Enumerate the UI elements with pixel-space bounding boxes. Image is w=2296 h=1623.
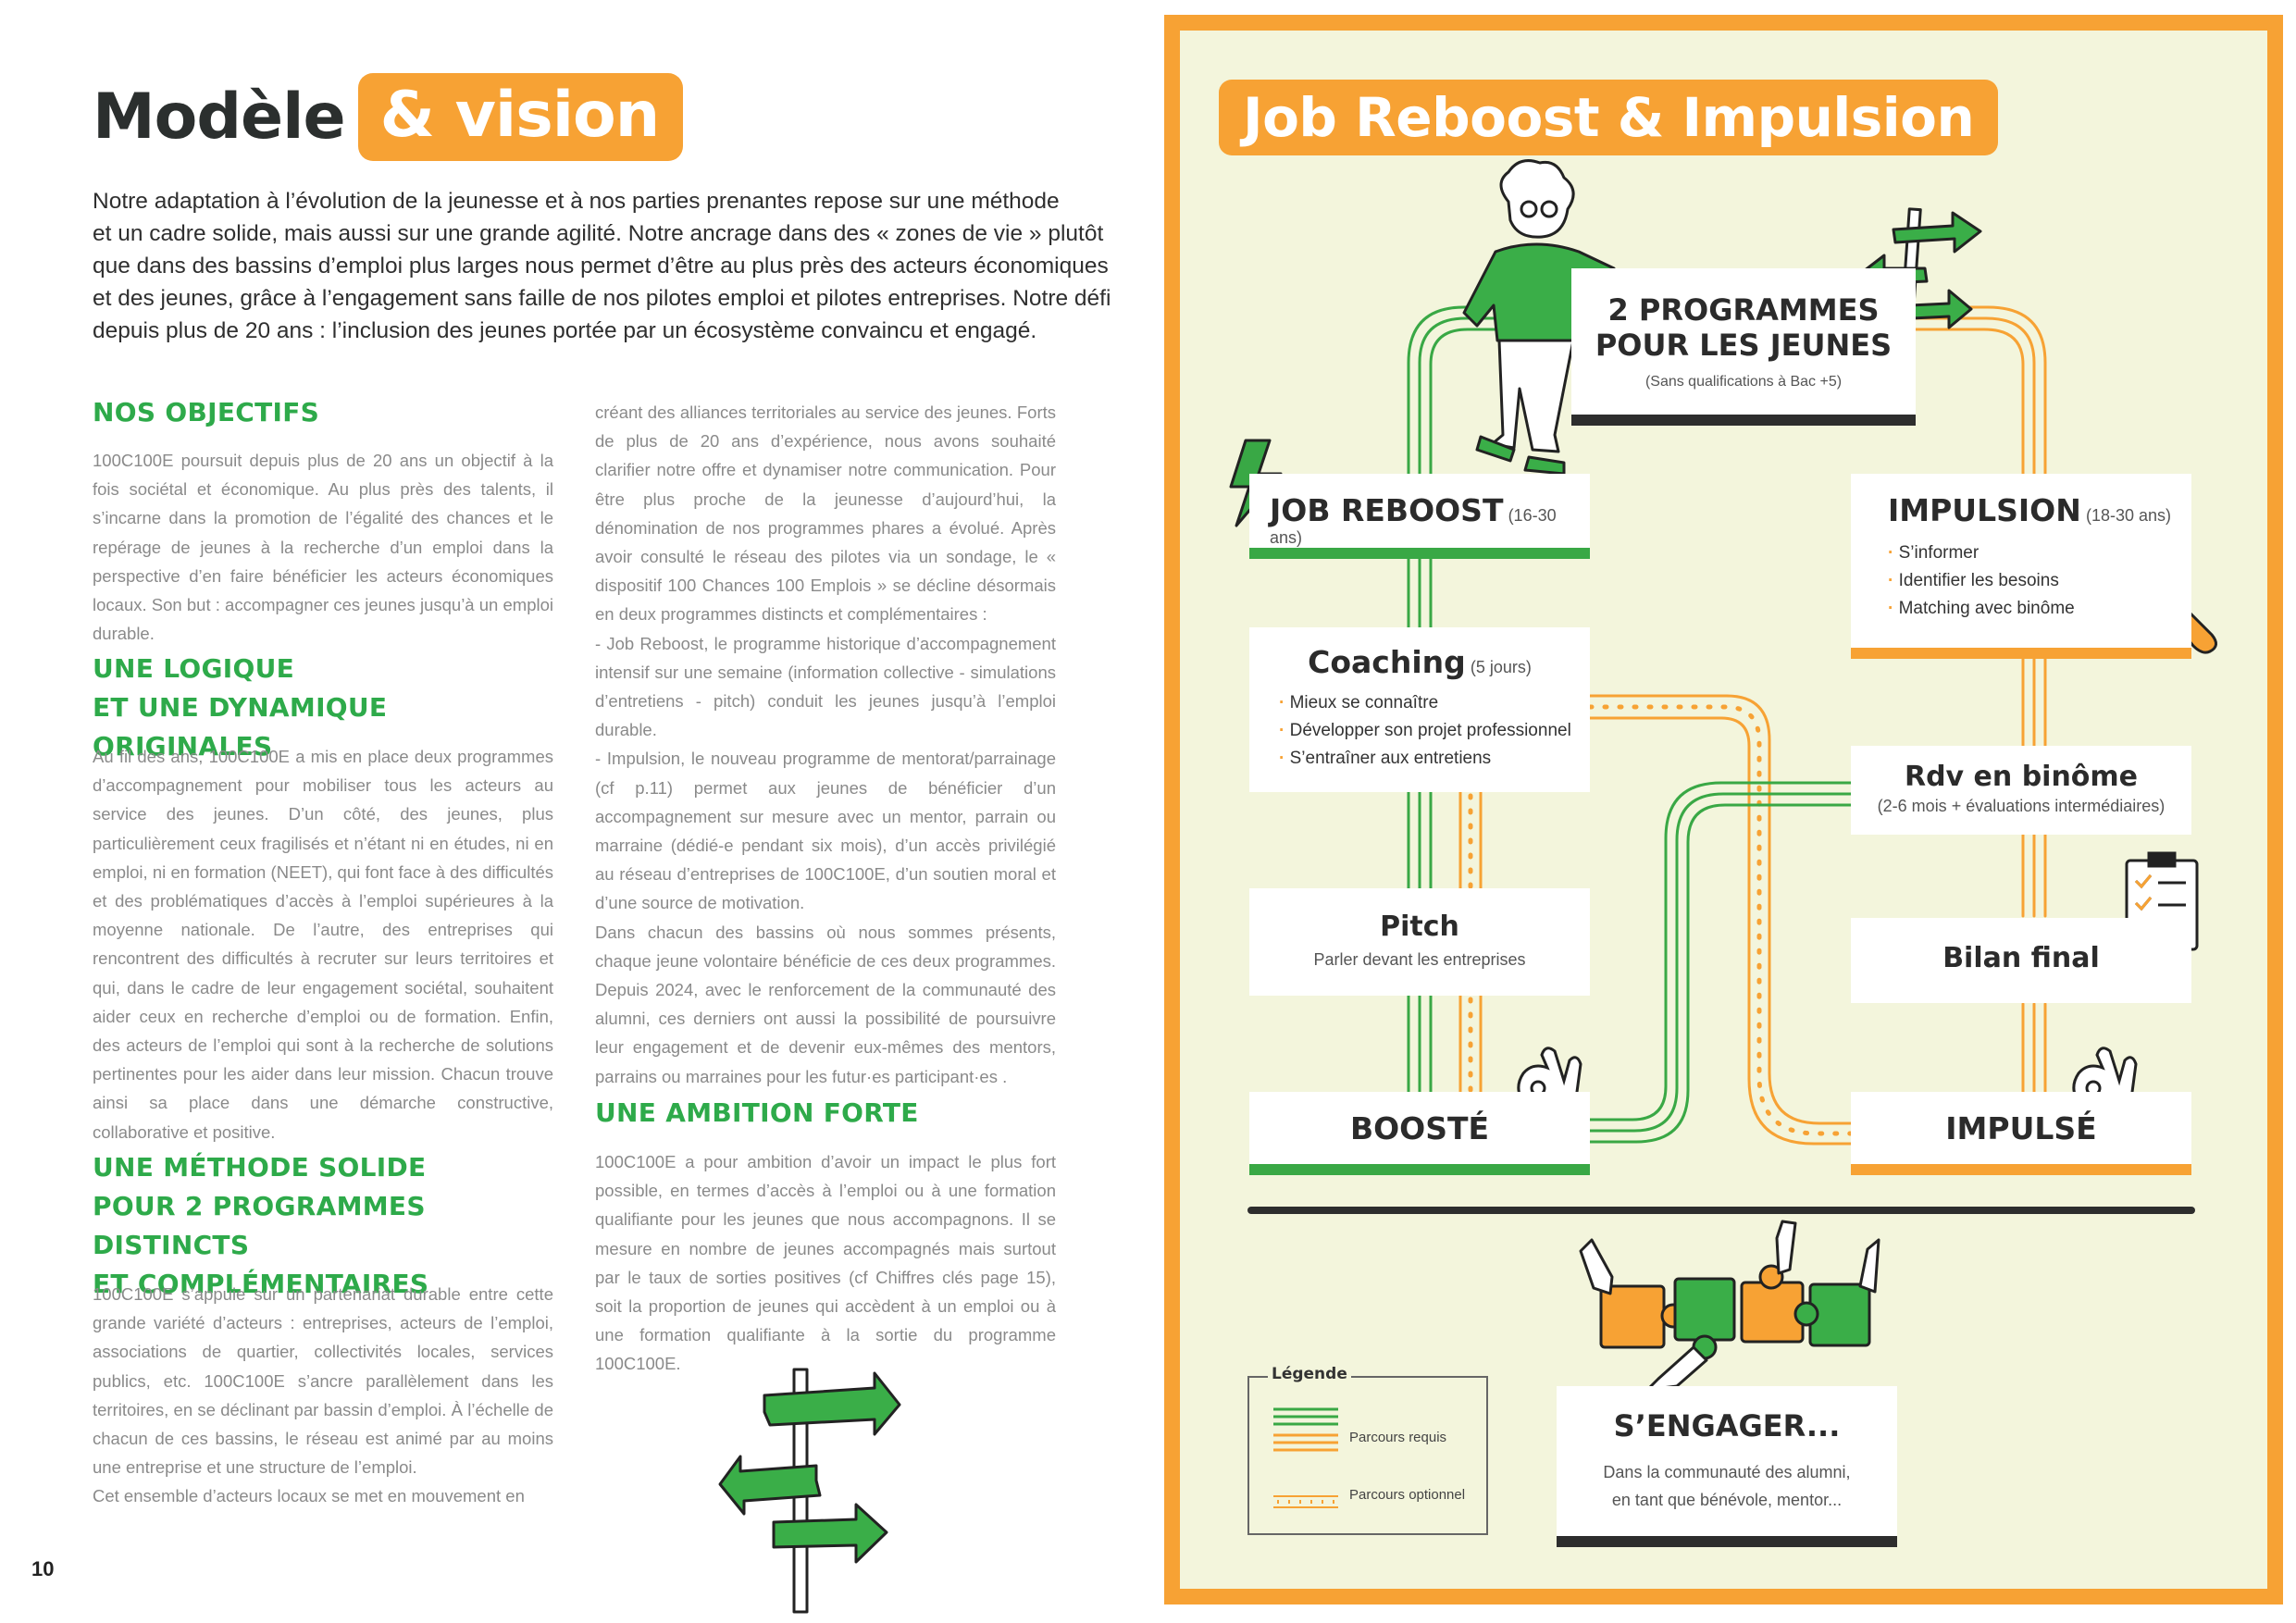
card-line: en tant que bénévole, mentor... (1611, 1491, 1843, 1509)
paragraph: 100C100E a pour ambition d’avoir un impa… (595, 1152, 1056, 1374)
legend: Légende Parcours requis Parcours optionn… (1247, 1365, 1488, 1535)
card-title: POUR LES JEUNES (1595, 328, 1893, 363)
card-bar (1249, 1164, 1590, 1175)
page-number: 10 (31, 1557, 55, 1580)
paragraph: Cet ensemble d’acteurs locaux se met en … (93, 1486, 525, 1506)
infographic-title: Job Reboost & Impulsion (1219, 80, 1999, 155)
text-col2: créant des alliances territoriales au se… (595, 398, 1056, 1091)
page-title: Modèle & vision (93, 72, 684, 161)
paragraph: Dans chacun des bassins où nous sommes p… (595, 922, 1056, 1086)
text-methode: 100C100E s’appuie sur un partenariat dur… (93, 1280, 553, 1511)
paragraph: Au fil des ans, 100C100E a mis en place … (93, 747, 553, 1142)
text-ambition: 100C100E a pour ambition d’avoir un impa… (595, 1147, 1056, 1379)
card-title: Bilan final (1942, 942, 2100, 974)
list-item: Identifier les besoins (1888, 567, 2191, 595)
intro-line: Notre adaptation à l’évolution de la jeu… (93, 189, 1060, 214)
card-bar (1851, 1164, 2191, 1175)
heading-line: UNE LOGIQUE (93, 653, 295, 684)
heading-line: UNE MÉTHODE SOLIDE (93, 1152, 427, 1183)
legend-title: Légende (1268, 1365, 1351, 1383)
heading-line: POUR 2 PROGRAMMES DISTINCTS (93, 1191, 426, 1260)
paragraph: 100C100E poursuit depuis plus de 20 ans … (93, 451, 553, 644)
intro-line: et des jeunes, grâce à l’engagement sans… (93, 286, 1111, 311)
card-sengager: S’ENGAGER... Dans la communauté des alum… (1557, 1386, 1897, 1547)
paragraph: - Impulsion, le nouveau programme de men… (595, 749, 1056, 913)
card-age: (16-30 ans) (1270, 506, 1557, 547)
intro-line: depuis plus de 20 ans : l’inclusion des … (93, 318, 1037, 343)
card-rdv-binome: Rdv en binôme (2-6 mois + évaluations in… (1851, 746, 2191, 835)
card-age: (18-30 ans) (2085, 506, 2172, 525)
card-subtitle: Parler devant les entreprises (1313, 950, 1526, 969)
card-title: S’ENGAGER... (1613, 1408, 1841, 1443)
card-bar (1851, 648, 2191, 659)
legend-optional: Parcours optionnel (1349, 1487, 1466, 1503)
card-subtitle: (2-6 mois + évaluations intermédiaires) (1877, 797, 2166, 815)
card-title: Pitch (1380, 911, 1459, 943)
list-item: S’informer (1888, 539, 2191, 567)
card-subtitle: (Sans qualifications à Bac +5) (1644, 374, 1843, 390)
list-item: Mieux se connaître (1279, 689, 1590, 717)
card-title: IMPULSION (1888, 492, 2081, 528)
heading-logique: UNE LOGIQUE ET UNE DYNAMIQUE ORIGINALES (93, 650, 553, 766)
card-bilan-final: Bilan final (1851, 918, 2191, 1003)
card-line: Dans la communauté des alumni, (1603, 1463, 1851, 1481)
card-booste: BOOSTÉ (1249, 1092, 1590, 1175)
card-job-reboost: JOB REBOOST (16-30 ans) (1249, 474, 1590, 559)
intro-paragraph: Notre adaptation à l’évolution de la jeu… (93, 185, 1111, 347)
coaching-list: Mieux se connaître Développer son projet… (1279, 689, 1590, 773)
card-title: JOB REBOOST (1270, 492, 1504, 528)
card-impulsion: IMPULSION (18-30 ans) S’informer Identif… (1851, 474, 2191, 659)
text-objectifs: 100C100E poursuit depuis plus de 20 ans … (93, 446, 553, 648)
intro-line: et un cadre solide, mais aussi sur une g… (93, 221, 1104, 246)
paragraph: - Job Reboost, le programme historique d… (595, 633, 1056, 740)
card-impulse: IMPULSÉ (1851, 1092, 2191, 1175)
legend-swatches (1273, 1407, 1338, 1508)
card-bar (1557, 1536, 1897, 1547)
paragraph: 100C100E s’appuie sur un partenariat dur… (93, 1284, 553, 1478)
card-title: BOOSTÉ (1349, 1110, 1490, 1146)
heading-methode: UNE MÉTHODE SOLIDE POUR 2 PROGRAMMES DIS… (93, 1148, 553, 1304)
card-title: 2 PROGRAMMES (1607, 292, 1880, 328)
card-duration: (5 jours) (1470, 658, 1532, 676)
card-programmes: 2 PROGRAMMES POUR LES JEUNES (Sans quali… (1571, 268, 1916, 426)
card-pitch: Pitch Parler devant les entreprises (1249, 888, 1590, 996)
heading-objectifs: NOS OBJECTIFS (93, 397, 320, 427)
card-subtitle: Dans la communauté des alumni, en tant q… (1557, 1458, 1897, 1514)
intro-line: que dans des bassins d’emploi plus large… (93, 254, 1109, 279)
text-logique: Au fil des ans, 100C100E a mis en place … (93, 742, 553, 1146)
card-title: Rdv en binôme (1904, 761, 2139, 793)
list-item: S’entraîner aux entretiens (1279, 745, 1590, 773)
heading-line: ET COMPLÉMENTAIRES (93, 1269, 429, 1299)
title-main: Modèle (93, 80, 346, 154)
card-title: Coaching (1308, 644, 1466, 680)
signpost-icon (718, 1368, 901, 1614)
card-bar (1571, 415, 1916, 426)
list-item: Matching avec binôme (1888, 595, 2191, 623)
legend-required: Parcours requis (1349, 1430, 1447, 1445)
list-item: Développer son projet professionnel (1279, 717, 1590, 745)
heading-line: ET UNE DYNAMIQUE ORIGINALES (93, 692, 388, 762)
card-title: IMPULSÉ (1945, 1110, 2097, 1146)
card-bar (1249, 548, 1590, 559)
heading-ambition: UNE AMBITION FORTE (595, 1097, 919, 1128)
paragraph: créant des alliances territoriales au se… (595, 403, 1056, 625)
title-highlight: & vision (357, 72, 684, 161)
card-coaching: Coaching (5 jours) Mieux se connaître Dé… (1249, 627, 1590, 792)
impulsion-list: S’informer Identifier les besoins Matchi… (1888, 539, 2191, 623)
